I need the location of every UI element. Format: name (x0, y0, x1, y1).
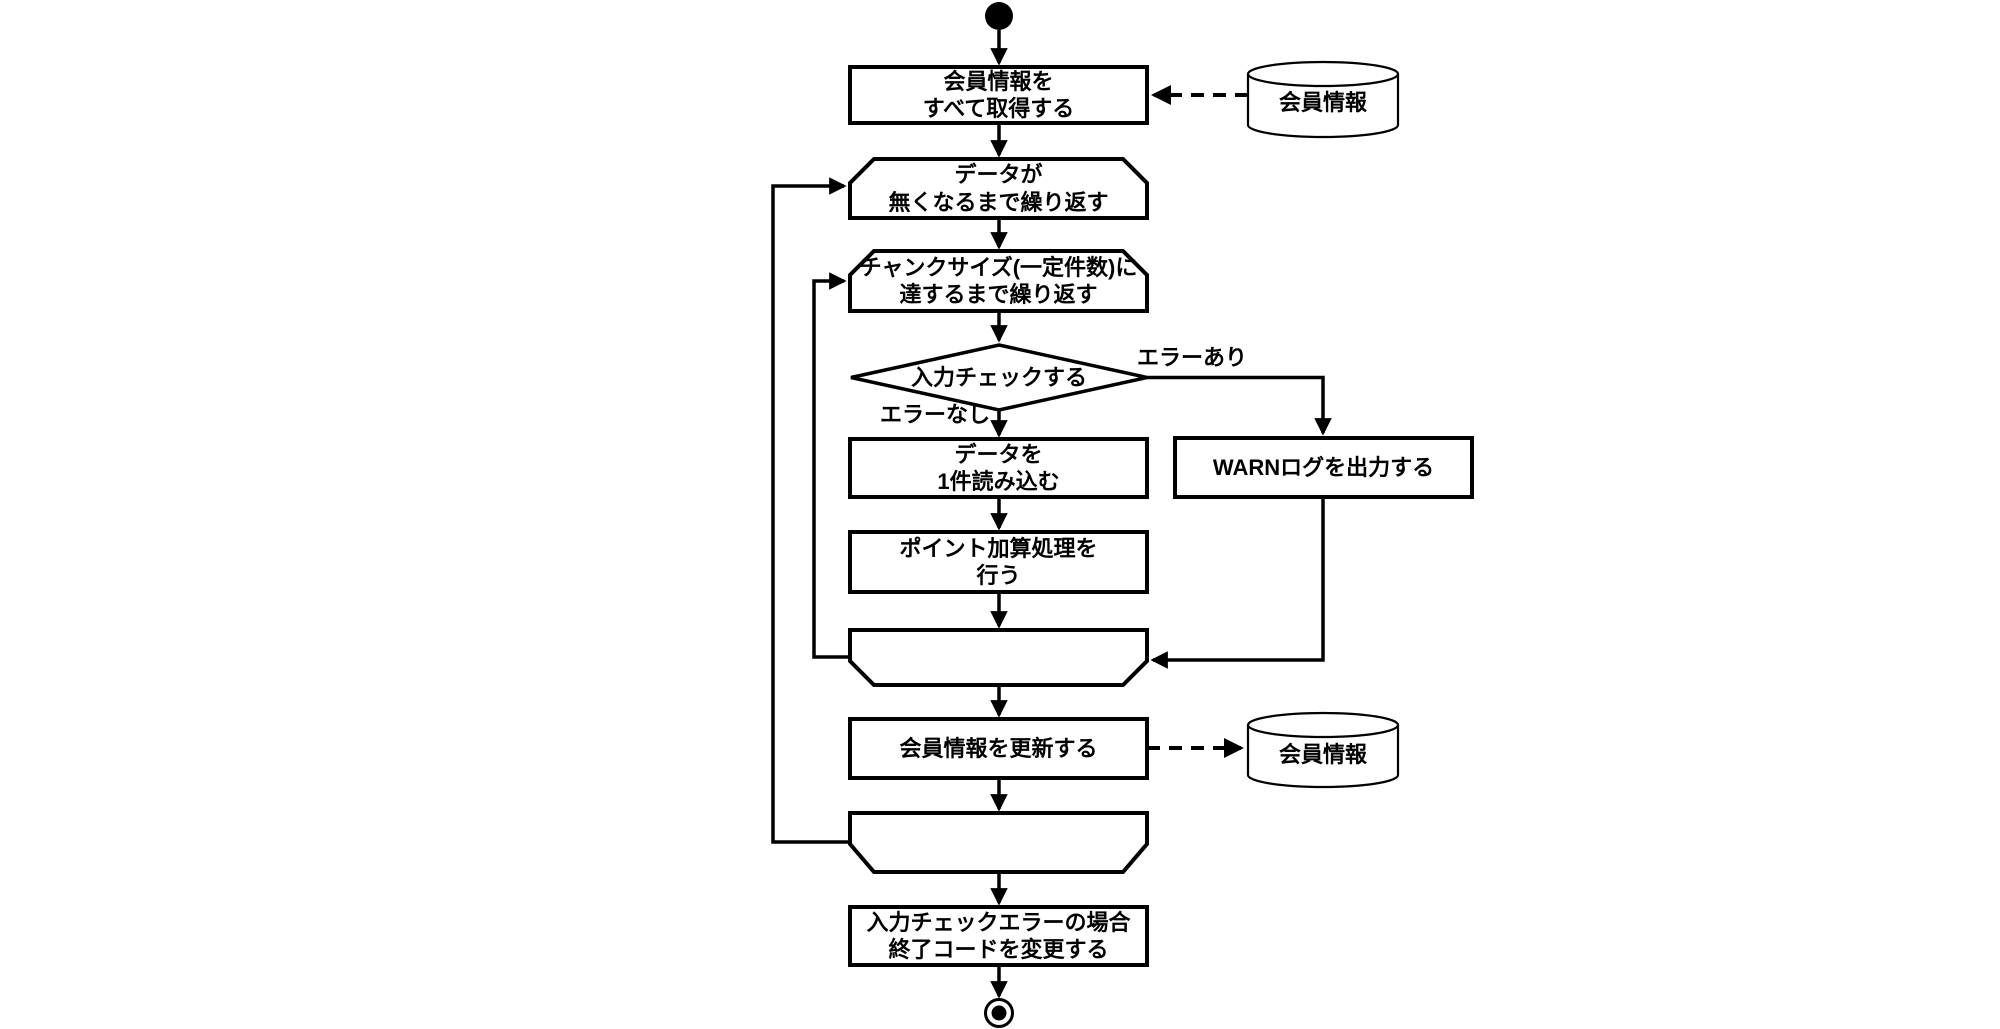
edge-loop-chunk-return (812, 272, 850, 659)
action-fetch-members-box (848, 65, 1149, 125)
start-node (985, 2, 1013, 30)
loop-chunk-end-shape (848, 628, 1149, 687)
loop-data-start-shape (848, 157, 1149, 220)
end-node-inner (991, 1005, 1007, 1021)
action-change-exit-code-box (848, 905, 1149, 967)
edge-warn-to-loop-chunk-end (1150, 497, 1325, 669)
decision-check-input-diamond (850, 343, 1148, 412)
datastore-top-cylinder-top (1246, 60, 1400, 88)
edge-error-yes-to-warn (1147, 375, 1332, 436)
action-add-points-box (848, 530, 1149, 594)
loop-data-end-shape (848, 811, 1149, 874)
datastore-top-cylinder-body (1246, 74, 1400, 139)
action-update-members-box (848, 717, 1149, 780)
datastore-bottom-cylinder-top (1246, 711, 1400, 739)
action-warn-log-box (1173, 436, 1474, 499)
edge-loop-data-return (771, 177, 850, 844)
action-read-record-box (848, 437, 1149, 499)
loop-chunk-start-shape (848, 249, 1149, 313)
datastore-bottom-cylinder-body (1246, 725, 1400, 789)
